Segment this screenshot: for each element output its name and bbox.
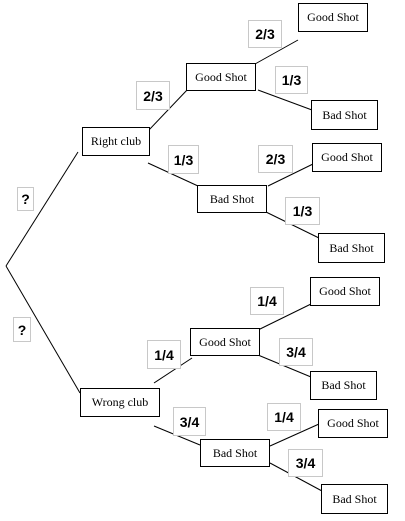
node-right-club: Right club bbox=[82, 127, 150, 156]
edge-right-good-good bbox=[254, 39, 299, 65]
prob-right-bad-bad: 1/3 bbox=[285, 197, 320, 225]
prob-wrong-bad-shot: 3/4 bbox=[173, 407, 206, 436]
prob-right-good-shot: 2/3 bbox=[136, 81, 170, 110]
node-wrong-bad-good: Good Shot bbox=[318, 409, 388, 438]
node-right-bad-shot: Bad Shot bbox=[197, 185, 267, 213]
edge-right-bad-bad bbox=[265, 211, 320, 239]
edge-wrong-bad-bad bbox=[269, 462, 323, 492]
node-right-good-good: Good Shot bbox=[298, 3, 368, 32]
node-wrong-bad-bad: Bad Shot bbox=[321, 484, 388, 514]
node-wrong-bad-shot: Bad Shot bbox=[200, 439, 270, 467]
prob-wrong-good-good: 1/4 bbox=[250, 287, 284, 315]
prob-wrong-bad-bad: 3/4 bbox=[288, 449, 323, 477]
node-wrong-club: Wrong club bbox=[80, 388, 160, 417]
edge-right-club-bad-shot bbox=[147, 162, 199, 187]
prob-wrong-bad-good: 1/4 bbox=[267, 403, 301, 431]
prob-right-bad-shot: 1/3 bbox=[168, 145, 199, 174]
prob-wrong-good-shot: 1/4 bbox=[147, 340, 181, 369]
edge-right-good-bad bbox=[257, 89, 313, 111]
prob-right-bad-good: 2/3 bbox=[258, 145, 293, 173]
prob-right-good-bad: 1/3 bbox=[275, 66, 308, 94]
edge-wrong-club-good-shot bbox=[153, 357, 193, 384]
edge-right-bad-good bbox=[267, 163, 314, 187]
prob-wrong-club: ? bbox=[13, 317, 31, 342]
node-wrong-good-good: Good Shot bbox=[310, 277, 380, 306]
node-right-good-bad: Bad Shot bbox=[311, 100, 378, 130]
node-right-good-shot: Good Shot bbox=[186, 63, 256, 91]
edge-root-wrong-club bbox=[5, 265, 81, 394]
prob-right-club: ? bbox=[17, 187, 34, 211]
node-right-bad-bad: Bad Shot bbox=[318, 233, 385, 263]
prob-wrong-good-bad: 3/4 bbox=[279, 338, 313, 366]
edge-wrong-good-bad bbox=[257, 354, 312, 378]
prob-right-good-good: 2/3 bbox=[248, 20, 282, 48]
edge-wrong-bad-good bbox=[269, 423, 320, 447]
node-right-bad-good: Good Shot bbox=[312, 143, 382, 172]
edge-wrong-good-good bbox=[257, 303, 312, 331]
node-wrong-good-bad: Bad Shot bbox=[310, 371, 377, 400]
node-wrong-good-shot: Good Shot bbox=[190, 328, 260, 356]
edge-right-club-good-shot bbox=[147, 88, 189, 132]
edge-root-right-club bbox=[5, 151, 79, 267]
